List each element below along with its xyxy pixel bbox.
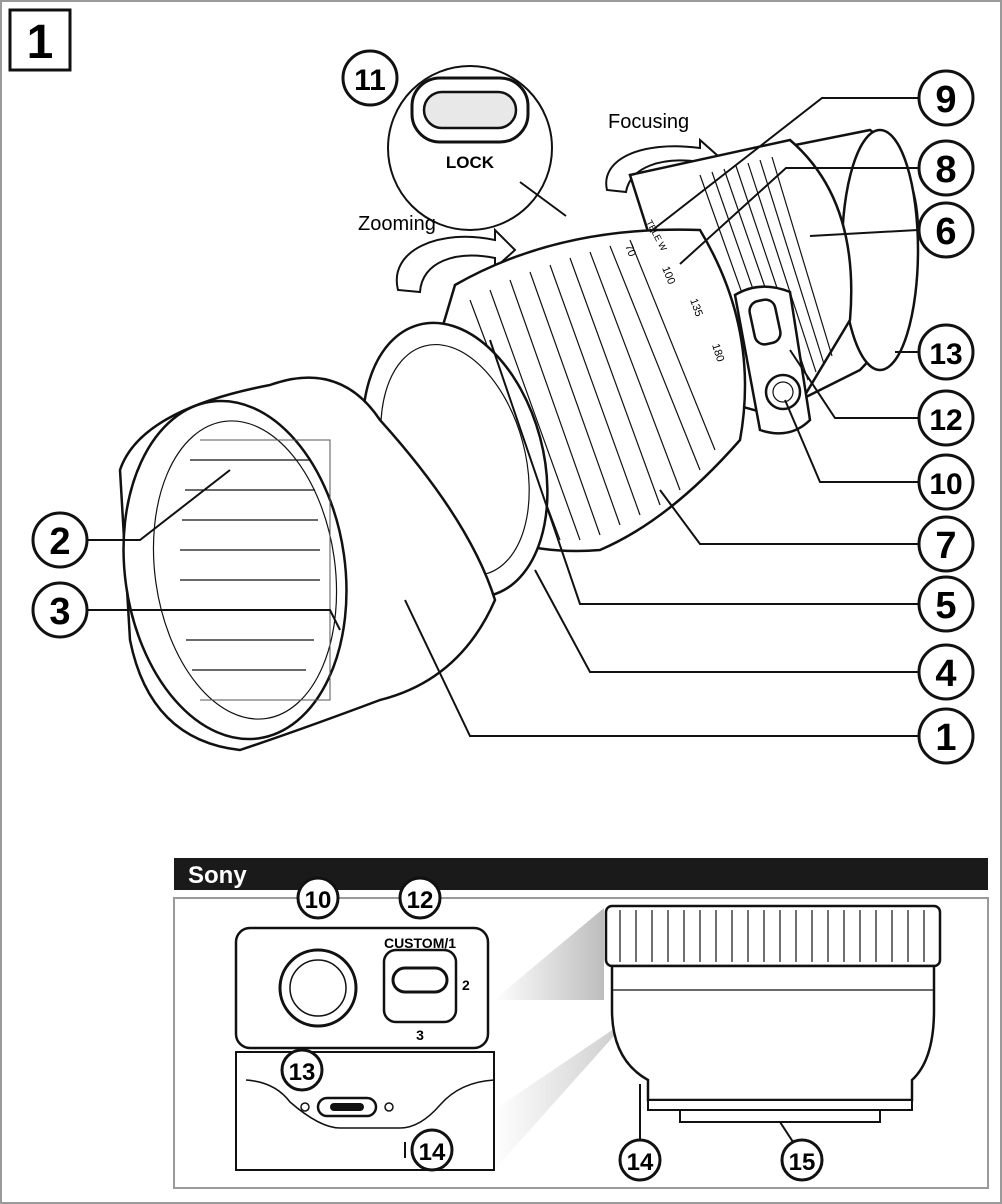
- rear-ring-ridges: [619, 910, 925, 962]
- custom-switch: [391, 966, 449, 994]
- svg-text:4: 4: [935, 653, 956, 695]
- figure-number: 1: [27, 16, 54, 69]
- callout-6: 6: [917, 201, 975, 259]
- switch-label-3: 3: [416, 1027, 424, 1043]
- svg-text:13: 13: [929, 338, 962, 371]
- focusing-label: Focusing: [608, 111, 689, 133]
- lens-body: 70 100 135 180 TELE W: [361, 128, 920, 599]
- callout-10: 10: [917, 453, 975, 511]
- sony-title-bar: [174, 858, 988, 890]
- svg-text:2: 2: [49, 521, 70, 563]
- leader-lines: [88, 97, 919, 737]
- zooming-label: Zooming: [358, 213, 436, 235]
- callout-5: 5: [917, 575, 975, 633]
- sony-usb-closeup: 13 14: [235, 1048, 495, 1172]
- sony-title: Sony: [188, 862, 247, 889]
- callout-4: 4: [917, 643, 975, 701]
- callout-12: 12: [917, 389, 975, 447]
- switch-label-custom1: CUSTOM/1: [384, 935, 456, 951]
- svg-text:1: 1: [935, 717, 956, 759]
- callout-1: 1: [917, 707, 975, 765]
- callout-7: 7: [917, 515, 975, 573]
- figure-number-box: 1: [8, 8, 72, 72]
- lock-label: LOCK: [446, 153, 495, 172]
- sony-control-panel: CUSTOM/1 2 3 10 12: [234, 876, 490, 1050]
- callout-13: 13: [917, 323, 975, 381]
- zoom-wedge-bottom: [494, 1018, 630, 1170]
- lock-inset: LOCK: [387, 65, 567, 231]
- svg-text:10: 10: [929, 468, 962, 501]
- callout-8: 8: [917, 139, 975, 197]
- panel-callout-13: 13: [289, 1059, 316, 1086]
- zoom-wedge-top: [494, 908, 604, 1000]
- switch-label-2: 2: [462, 977, 470, 993]
- zoom-scale-70: 70: [622, 243, 638, 259]
- sony-section: Sony CUSTOM/1 2 3 10 12: [173, 858, 989, 1189]
- svg-text:12: 12: [929, 404, 962, 437]
- zoom-ring-ridges: [469, 239, 716, 541]
- panel-callout-10: 10: [305, 887, 332, 914]
- panel-callout-14a: 14: [419, 1139, 446, 1166]
- svg-text:9: 9: [935, 79, 956, 121]
- panel-callout-14b: 14: [627, 1149, 654, 1176]
- lens-hood: [118, 376, 497, 752]
- sony-lens-rear: 14 15: [604, 904, 942, 1182]
- zoom-scale-180: 180: [709, 342, 726, 363]
- zoom-scale-135: 135: [687, 297, 705, 318]
- zooming-arrow-icon: [395, 227, 517, 294]
- callout-3: 3: [31, 581, 89, 639]
- callout-11: 11: [341, 49, 399, 107]
- svg-text:5: 5: [935, 585, 956, 627]
- callout-2: 2: [31, 511, 89, 569]
- svg-text:8: 8: [935, 149, 956, 191]
- svg-text:6: 6: [935, 211, 956, 253]
- svg-text:3: 3: [49, 591, 70, 633]
- svg-text:7: 7: [935, 525, 956, 567]
- panel-callout-15: 15: [789, 1149, 816, 1176]
- panel-callout-12: 12: [407, 887, 434, 914]
- svg-text:11: 11: [354, 64, 386, 97]
- callout-9: 9: [917, 69, 975, 127]
